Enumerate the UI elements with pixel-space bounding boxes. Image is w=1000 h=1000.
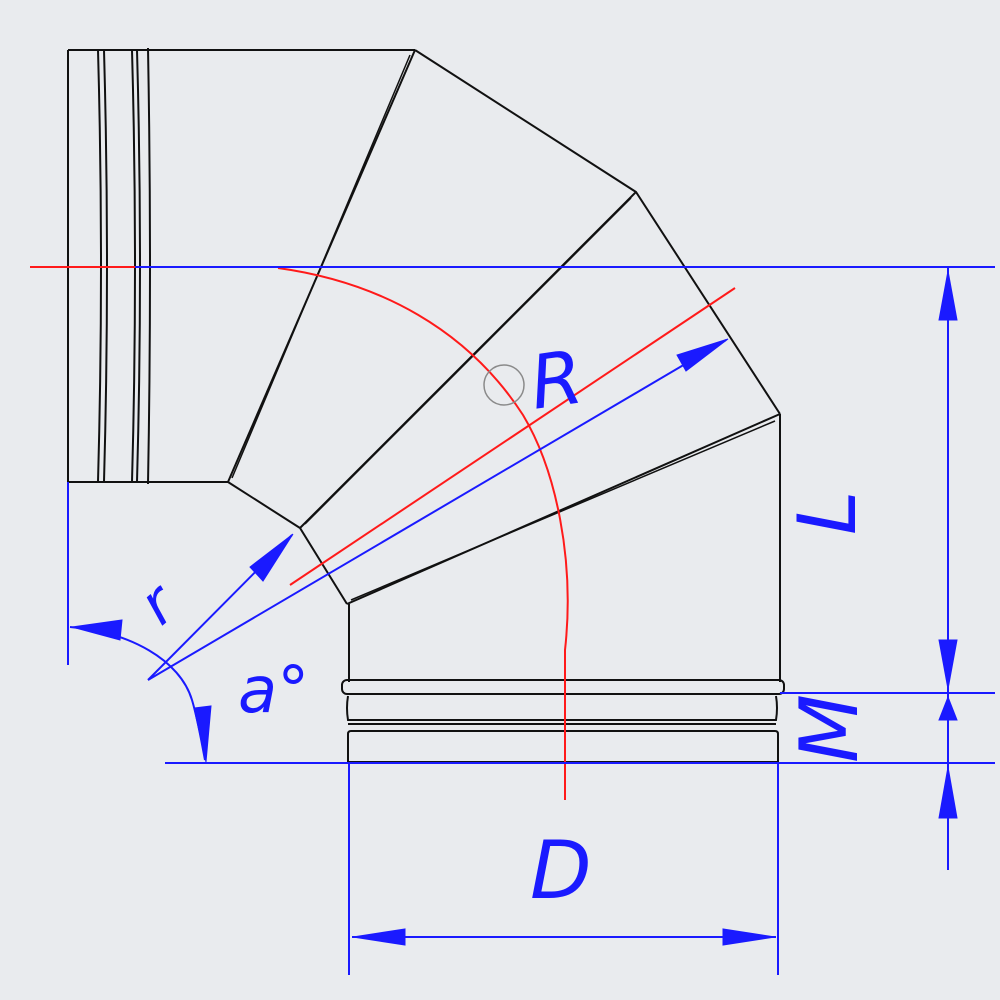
label-r-outer: R	[525, 334, 588, 426]
label-socket: M	[783, 694, 876, 763]
arrow-angle-top	[71, 619, 123, 641]
lower-socket	[341, 414, 785, 763]
arrow-m-bottom	[938, 766, 958, 819]
dim-line-r-outer	[147, 339, 727, 681]
seam-2b	[304, 197, 632, 525]
arrow-m-top	[938, 695, 958, 721]
label-diameter: D	[530, 824, 592, 917]
arrowheads	[71, 270, 958, 946]
seam-3b	[350, 420, 776, 601]
arrow-r-inner	[249, 533, 294, 582]
lower-bead-2	[346, 695, 778, 721]
arrow-r-outer	[676, 338, 729, 372]
arrow-d-left	[352, 928, 406, 946]
angle-arc	[69, 626, 206, 761]
label-angle: a°	[238, 654, 309, 728]
arrow-d-right	[722, 928, 776, 946]
outer-contour	[414, 49, 781, 415]
centerline	[30, 266, 736, 800]
centerline-arc	[277, 267, 569, 800]
arrow-l-top	[938, 270, 958, 321]
arrow-angle-bottom	[193, 705, 212, 763]
label-r-inner: r	[126, 568, 190, 637]
inner-contour	[227, 481, 348, 605]
arrow-l-bottom	[938, 639, 958, 690]
seam-3a	[346, 413, 781, 605]
radius-centerline	[289, 287, 736, 586]
center-marker	[483, 364, 525, 406]
label-length: L	[781, 490, 874, 535]
lower-bead-1	[341, 679, 785, 695]
lower-bead-4	[347, 730, 779, 763]
elbow-contour	[227, 49, 781, 605]
segment-seams	[227, 49, 781, 605]
